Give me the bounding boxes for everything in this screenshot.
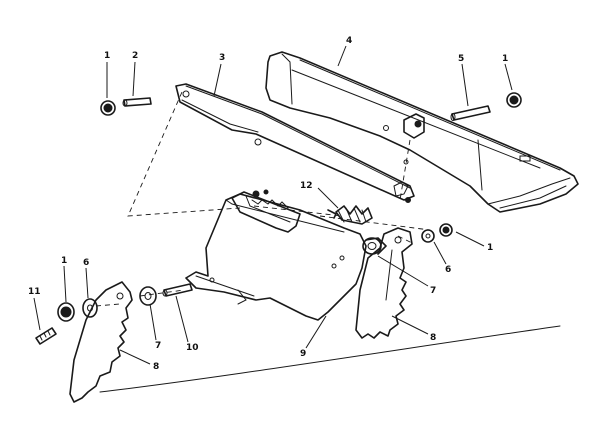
callout-5: 5 (458, 54, 464, 64)
part-1-nut-right (439, 223, 453, 237)
callout-3: 3 (219, 53, 225, 63)
part-6-washer-right (421, 229, 435, 243)
callout-6-left: 6 (83, 258, 89, 268)
callout-8-right: 8 (430, 333, 436, 343)
leader-lines (33, 45, 513, 365)
callout-2: 2 (132, 51, 138, 61)
callout-8-left: 8 (153, 362, 159, 372)
table-surface-line (99, 325, 561, 393)
callout-4: 4 (346, 36, 352, 46)
callout-1-right: 1 (487, 243, 493, 253)
part-2-pin (122, 97, 152, 107)
alignment-lines (95, 91, 431, 307)
part-8-pawl-right (355, 227, 413, 339)
part-1-nut-top-right (506, 92, 522, 108)
callout-9: 9 (300, 349, 306, 359)
callout-7-left: 7 (155, 341, 161, 351)
part-10-pin (162, 283, 193, 297)
callout-7-right: 7 (430, 286, 436, 296)
part-9-pawl-plate (185, 189, 367, 321)
callout-10: 10 (186, 343, 199, 353)
part-3-support-arm (175, 83, 415, 203)
callout-1-top-left: 1 (104, 51, 110, 61)
callout-1-bottom-left: 1 (61, 256, 67, 266)
callout-6-right: 6 (445, 265, 451, 275)
callout-labels: 1 2 3 4 5 1 12 1 6 7 8 9 11 1 6 7 10 8 (28, 36, 508, 372)
part-1-nut-bottom-left (57, 302, 75, 322)
part-7-spacer-left (139, 286, 157, 306)
callout-12: 12 (300, 181, 313, 191)
part-8-pawl-left (69, 281, 133, 403)
part-4-guard-housing (265, 51, 579, 213)
part-12-spring (327, 205, 373, 225)
part-5-pin-right (450, 105, 491, 121)
part-1-nut-top-left (100, 100, 116, 116)
callout-11: 11 (28, 287, 41, 297)
part-11-bolt (35, 327, 57, 345)
callout-1-top-right: 1 (502, 54, 508, 64)
